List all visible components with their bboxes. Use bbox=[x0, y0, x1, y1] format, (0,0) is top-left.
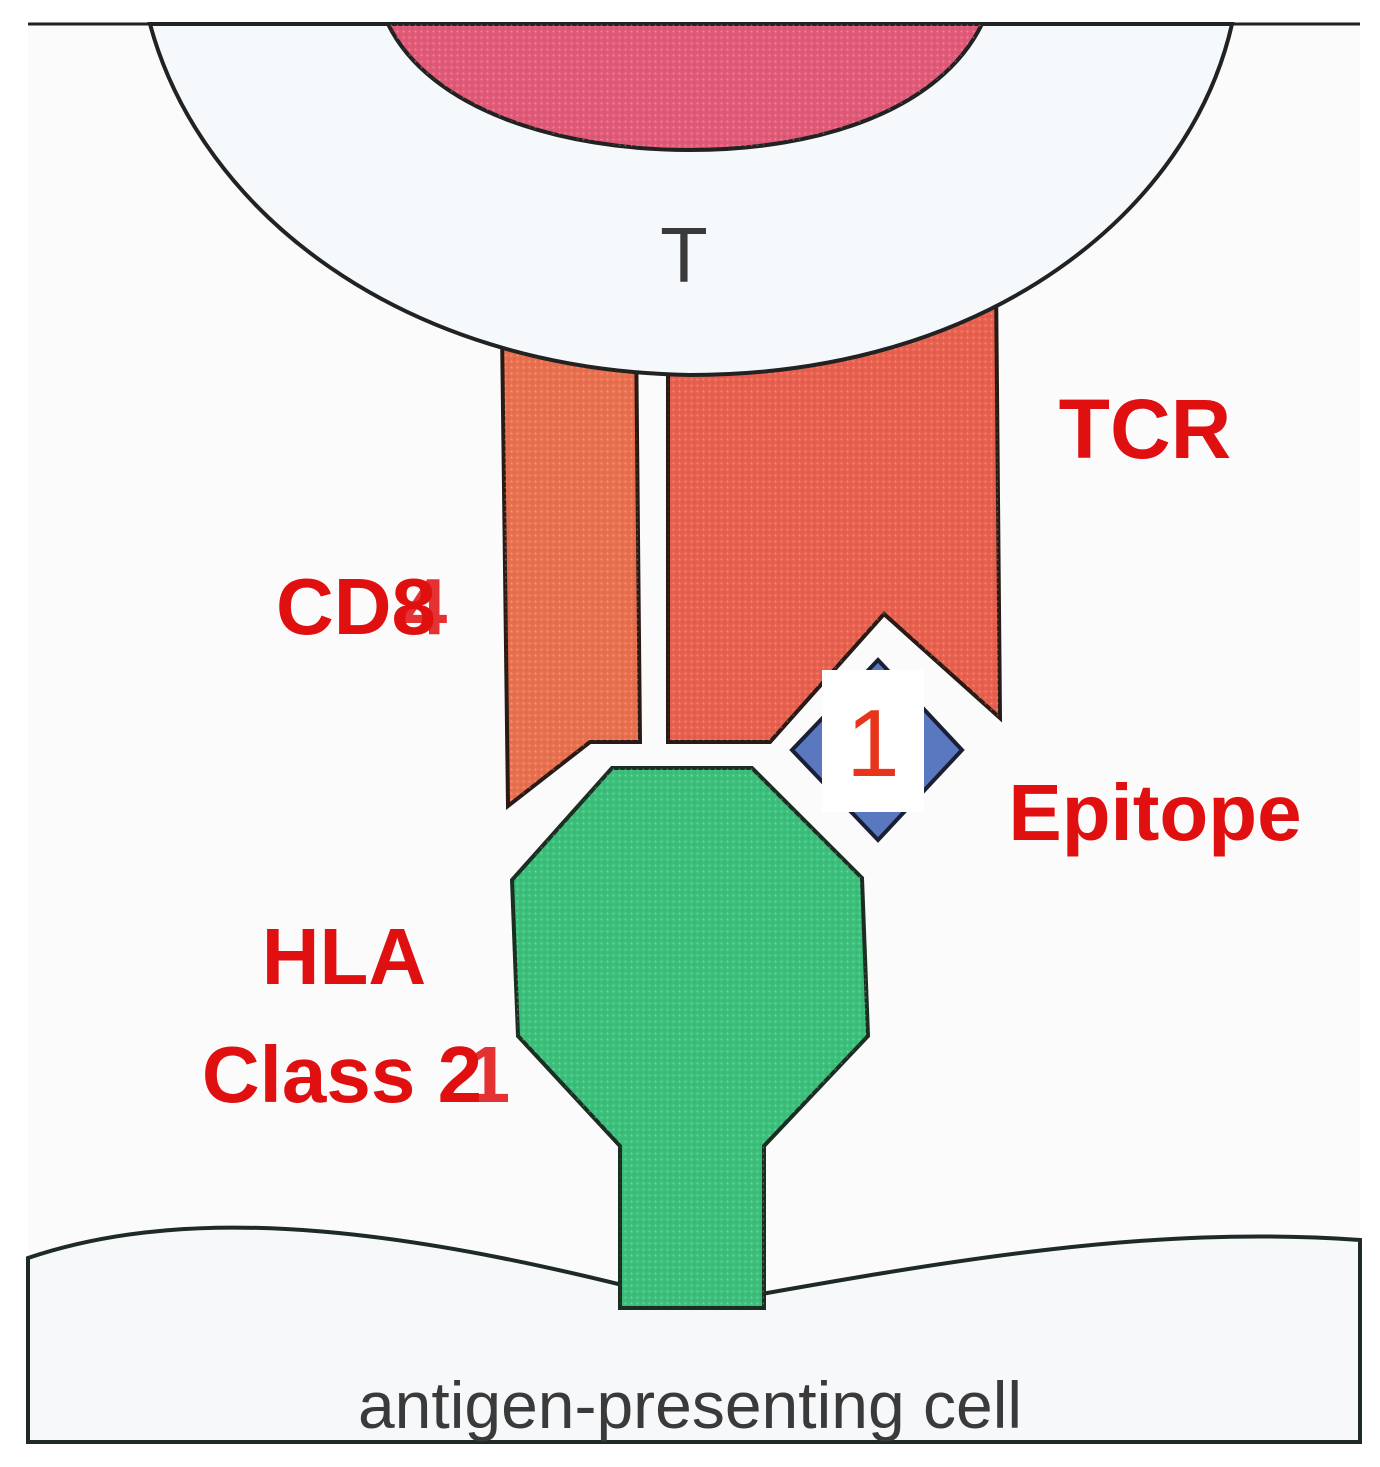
cd4-overlay-label: 4 bbox=[403, 562, 448, 651]
hla-texture bbox=[512, 768, 868, 1308]
callout-number-box bbox=[822, 670, 924, 812]
nucleus-texture bbox=[388, 24, 982, 150]
callout-number: 1 bbox=[846, 690, 899, 797]
hla-label-line1: HLA bbox=[262, 912, 426, 1001]
t-cell-letter: T bbox=[660, 211, 708, 299]
cd8-texture bbox=[502, 330, 640, 806]
apc-label: antigen-presenting cell bbox=[358, 1368, 1022, 1442]
tcr-texture bbox=[668, 280, 1000, 742]
hla-label-line2: Class 2 bbox=[202, 1030, 482, 1119]
epitope-label: Epitope bbox=[1008, 768, 1301, 857]
class1-overlay-label: 1 bbox=[466, 1030, 511, 1119]
cd8-label: CD8 bbox=[276, 562, 436, 651]
tcr-label: TCR bbox=[1059, 382, 1232, 476]
t-cell-body bbox=[147, 22, 1235, 378]
